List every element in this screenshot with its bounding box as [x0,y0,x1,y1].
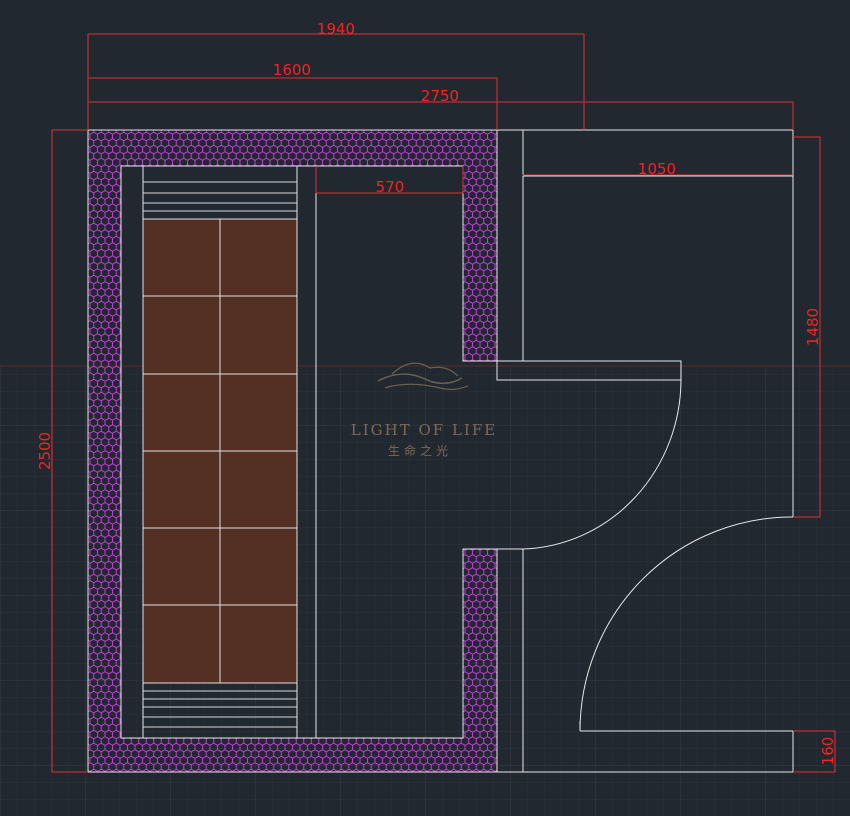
dimension-label-1600: 1600 [273,61,311,79]
logo-wave-icon [384,383,469,391]
door-swing-arc-1 [522,379,682,550]
dimension-label-1480: 1480 [804,308,822,346]
dimension-2500-line [51,129,88,773]
door-swing-arc-2 [579,516,794,732]
bench-slats-bottom [143,682,297,728]
dimension-2750-line [88,101,794,130]
dimension-1940-line [87,33,585,130]
dimension-1050-line [522,174,793,176]
watermark-subtitle: 生命之光 [388,443,452,458]
dimension-lines [51,33,836,773]
watermark-title: LIGHT OF LIFE [351,421,497,439]
logo-wave-icon [377,373,463,385]
dimension-label-1940: 1940 [317,20,355,38]
logo-mountain-icon [391,362,459,377]
dimension-1480-line [793,136,821,518]
watermark-logo [377,362,469,391]
dimension-label-570: 570 [376,178,405,196]
dimension-label-2500: 2500 [36,432,54,470]
dimension-label-2750: 2750 [421,87,459,105]
dimension-label-160: 160 [819,737,837,766]
dimension-160-line [793,730,836,773]
dimension-label-1050: 1050 [638,160,676,178]
floor-plan [87,129,794,773]
dimension-1600-line [88,77,498,130]
dimension-570-line [315,166,464,194]
